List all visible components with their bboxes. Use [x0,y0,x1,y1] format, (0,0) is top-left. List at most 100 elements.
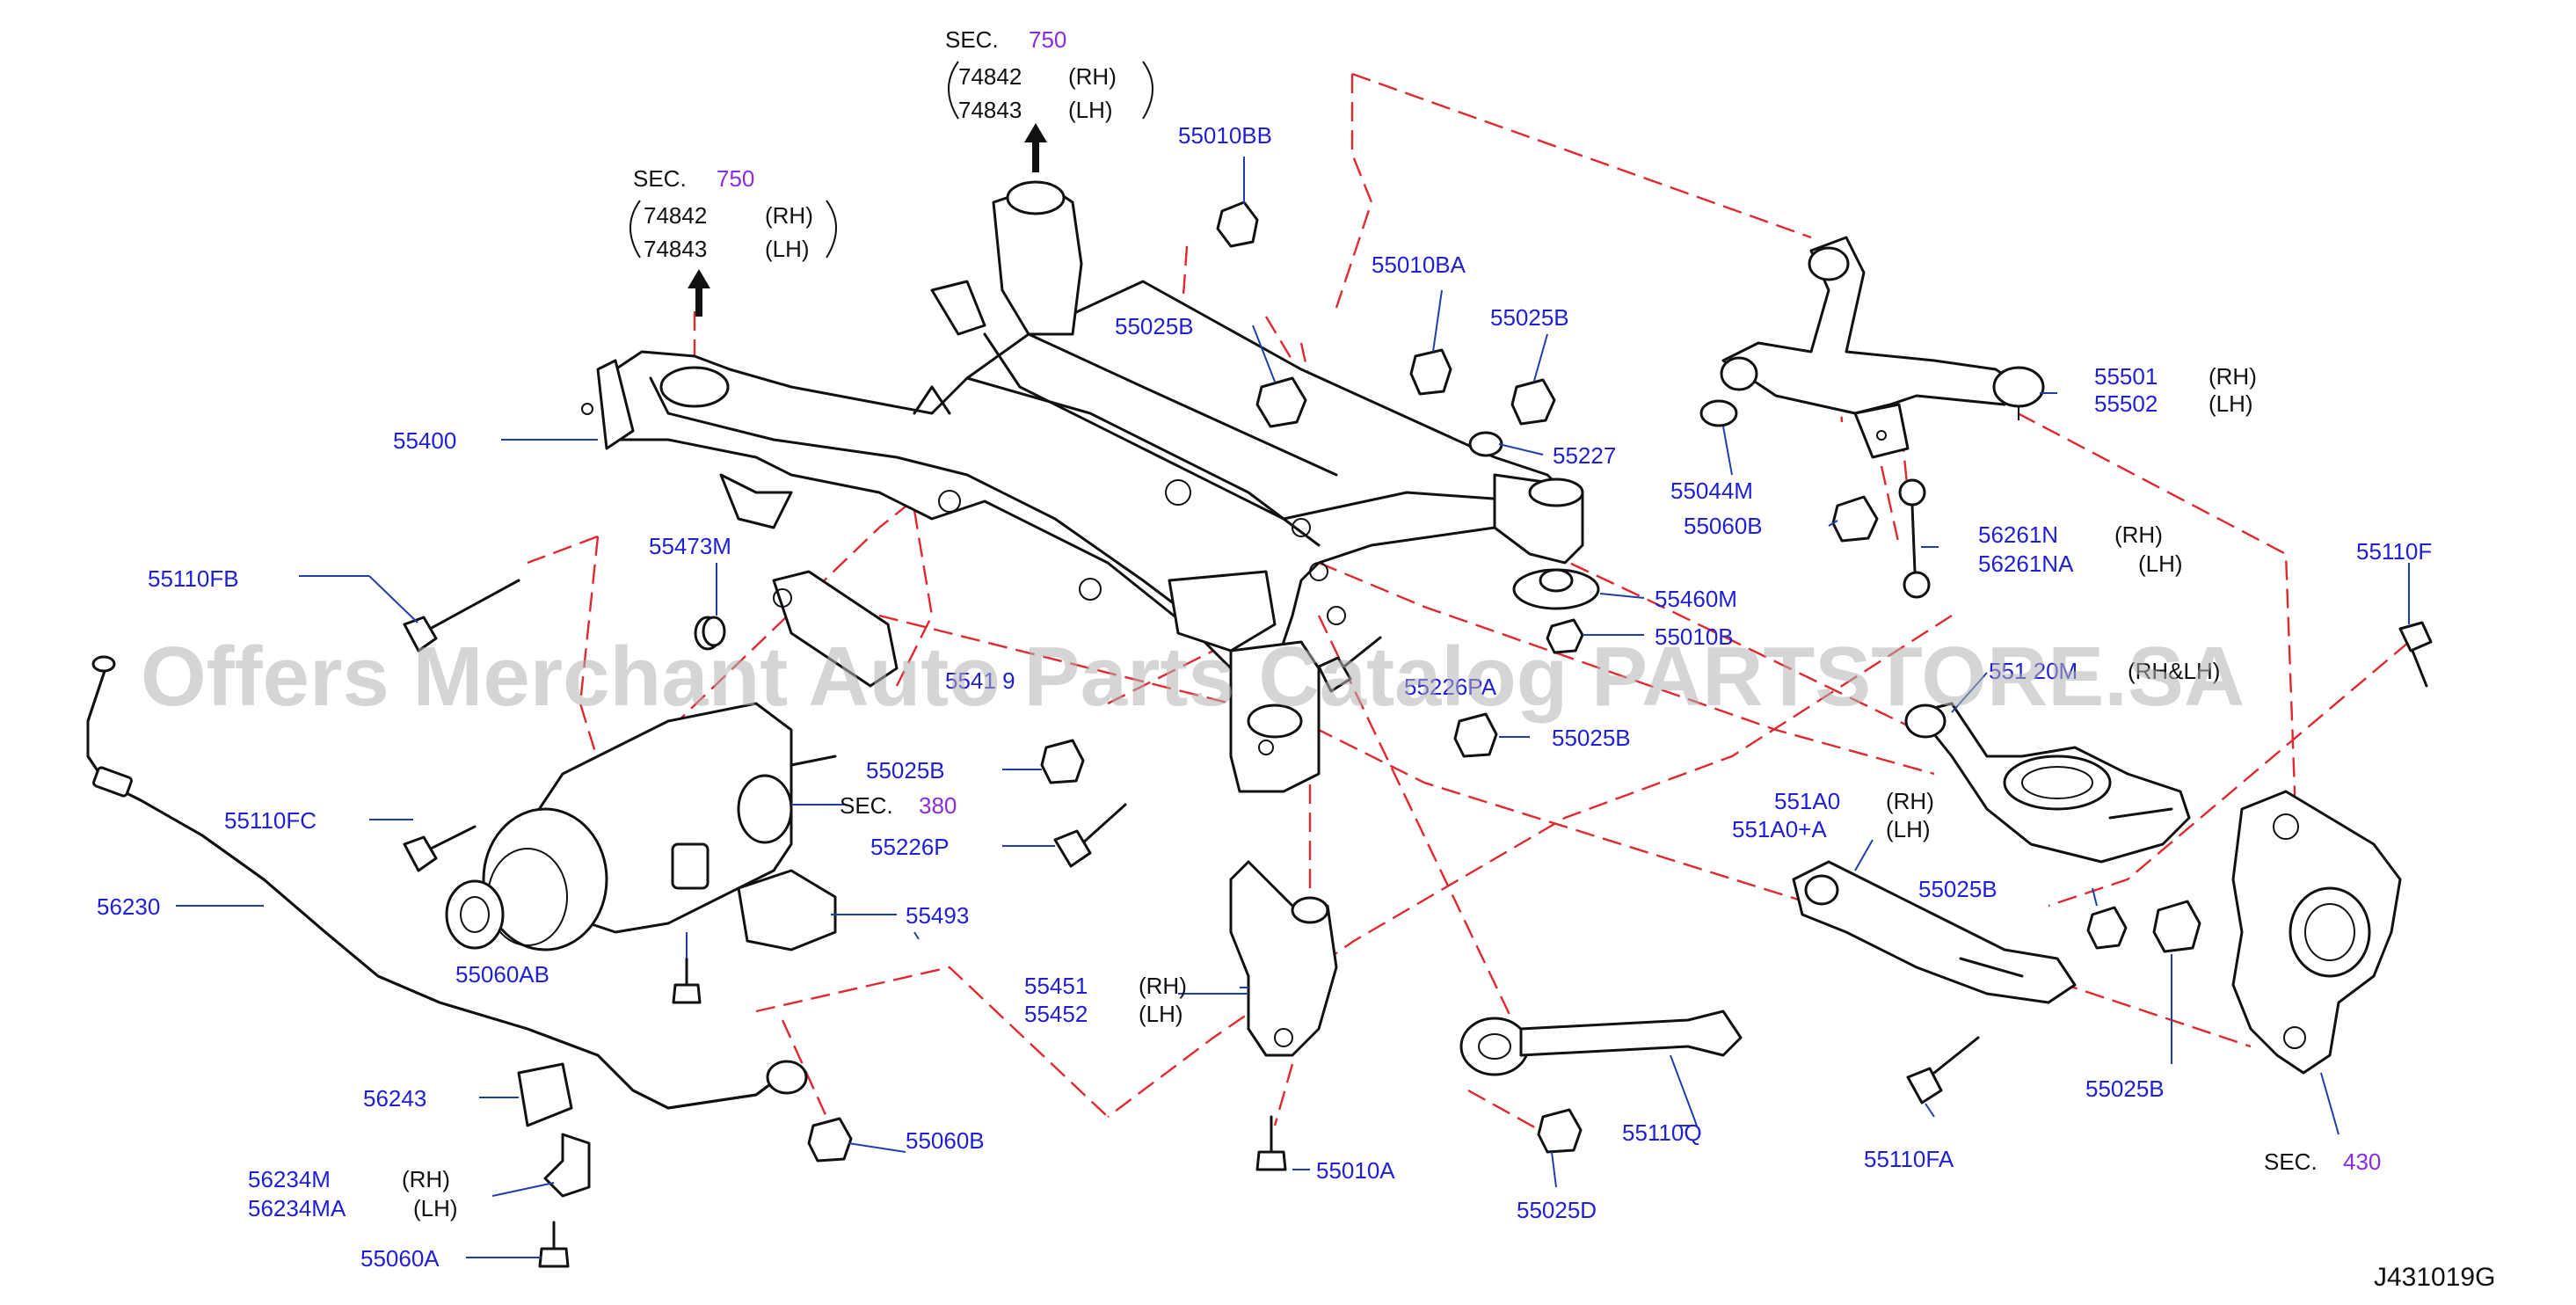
part-label-55060B[interactable]: 55060B [1684,513,1763,539]
part-label-55025B[interactable]: 55025B [1918,876,1997,902]
arrow-up-icon [1024,123,1047,172]
part-label-55452[interactable]: 55452 [1024,1001,1088,1027]
link-55110Q[interactable] [1459,1010,1743,1076]
rear-differential-sec380[interactable] [445,702,837,951]
bolt-55226P[interactable] [1053,803,1127,868]
part-label-55010BB[interactable]: 55010BB [1178,122,1272,149]
part-label-55025B[interactable]: 55025B [2085,1075,2165,1102]
nut-55010BA[interactable] [1409,348,1452,396]
part-label-55502[interactable]: 55502 [2094,390,2158,417]
nut-55025B-b[interactable] [1510,378,1556,426]
mount-bracket-55451[interactable] [1229,860,1338,1057]
rear-subframe-55400[interactable] [581,180,1584,793]
part-label-55110FC[interactable]: 55110FC [224,807,317,834]
bushing-56243[interactable] [517,1062,573,1127]
part-label-55110Q[interactable]: 55110Q [1622,1119,1702,1146]
nut-55010B[interactable] [1546,618,1584,654]
part-label-55451[interactable]: 55451 [1024,973,1088,999]
part-label-55025D[interactable]: 55025D [1517,1197,1597,1223]
part-label-55226PA[interactable]: 55226PA [1404,674,1497,700]
part-label-56261N[interactable]: 56261N [1978,521,2058,548]
side-rh: (RH) [1139,973,1187,999]
part-label-56261NA[interactable]: 56261NA [1978,550,2074,577]
nut-55025B-f[interactable] [2152,900,2201,953]
nut-55060B-b[interactable] [807,1117,853,1163]
side-lh: (LH) [765,236,810,262]
nut-55025D[interactable] [1537,1108,1583,1154]
sec-number[interactable]: 430 [2343,1148,2381,1175]
upper-link-55501[interactable] [1720,236,2045,459]
part-label-55226P[interactable]: 55226P [870,834,950,860]
stabilizer-link-56261N[interactable] [1898,478,1931,599]
part-label-55110F[interactable]: 55110F [2356,538,2432,565]
part-label-55025B[interactable]: 55025B [1490,304,1569,331]
nut-55025B-a[interactable] [1255,376,1307,428]
nut-55025B-e[interactable] [1040,739,1085,784]
bolt-55226PA[interactable] [1317,636,1382,693]
part-label-55025B[interactable]: 55025B [866,757,945,784]
nut-55010BB[interactable] [1216,200,1259,248]
part-label-55025B[interactable]: 55025B [1115,313,1194,339]
part-label-55010A[interactable]: 55010A [1316,1157,1395,1184]
side-lh: (LH) [2209,390,2253,417]
lower-link-551A0[interactable] [1792,860,2077,1004]
part-74843[interactable]: 74843 [958,97,1022,123]
bracket-55473M[interactable] [694,570,899,688]
part-label-551A0[interactable]: 551A0 [1774,788,1840,814]
part-label-55060B[interactable]: 55060B [906,1127,985,1154]
part-label-55010B[interactable]: 55010B [1655,623,1734,650]
sec-number[interactable]: 380 [919,792,957,819]
insulator-55460M[interactable] [1512,568,1600,610]
washer-55044M[interactable] [1699,399,1738,427]
nut-55060B[interactable] [1831,495,1879,543]
bolt-55010A[interactable] [1255,1115,1287,1171]
part-label-55460M[interactable]: 55460M [1655,586,1737,612]
part-label-55493[interactable]: 55493 [906,902,969,929]
bolt-55110F[interactable] [2398,621,2433,688]
bolt-55110FC[interactable] [403,825,477,872]
part-label-55110FA[interactable]: 55110FA [1864,1146,1954,1172]
side-rh: (RH) [2114,521,2163,548]
axle-knuckle-sec430[interactable] [2231,790,2402,1075]
part-labels: 55010BB 55010BA 55025B 55025B 55400 5522… [97,122,2432,1272]
part-label-55120M[interactable]: 551 20M [1989,658,2078,684]
bolt-55060AB[interactable] [672,957,702,1004]
side-rh: (RH) [1068,63,1117,90]
part-label-55227[interactable]: 55227 [1553,442,1616,469]
part-label-56234M[interactable]: 56234M [248,1166,331,1192]
part-label-55419[interactable]: 5541 9 [945,667,1015,694]
part-74842[interactable]: 74842 [958,63,1022,90]
bolt-55110FB[interactable] [403,579,520,652]
part-label-55010BA[interactable]: 55010BA [1372,252,1466,278]
part-label-56230[interactable]: 56230 [97,893,160,920]
part-label-56234MA[interactable]: 56234MA [248,1195,346,1221]
stabilizer-bar-56230[interactable] [86,655,808,1110]
part-label-55400[interactable]: 55400 [393,427,456,454]
part-label-55473M[interactable]: 55473M [649,533,731,559]
nut-55025B-c[interactable] [1453,712,1498,758]
bolt-55110FA[interactable] [1906,1036,1980,1105]
sec-prefix: SEC. [2264,1148,2318,1175]
part-label-55501[interactable]: 55501 [2094,363,2158,390]
part-label-55060A[interactable]: 55060A [360,1245,440,1272]
part-label-55025B[interactable]: 55025B [1552,725,1631,751]
nut-55025B-d[interactable] [2086,906,2128,950]
clamp-56234M[interactable] [543,1133,591,1198]
bolt-55060A[interactable] [538,1221,570,1268]
lower-arm-55120M[interactable] [1904,702,2191,864]
sec-number[interactable]: 750 [1029,26,1066,53]
part-74842[interactable]: 74842 [644,202,707,229]
leader-lines [176,157,2410,1258]
part-label-551A0A[interactable]: 551A0+A [1732,816,1827,842]
part-74843[interactable]: 74843 [644,236,707,262]
part-label-55060AB[interactable]: 55060AB [455,961,549,988]
part-label-56243[interactable]: 56243 [363,1085,426,1112]
part-label-55044M[interactable]: 55044M [1670,478,1753,504]
part-label-55110FB[interactable]: 55110FB [148,565,239,592]
washer-55227[interactable] [1468,431,1503,457]
watermark: Offers Merchant Auto Parts Catalog PARTS… [141,630,2245,724]
mount-55493[interactable] [671,842,837,951]
sec-number[interactable]: 750 [717,165,754,192]
bushing-55473M-washer[interactable] [702,616,726,647]
